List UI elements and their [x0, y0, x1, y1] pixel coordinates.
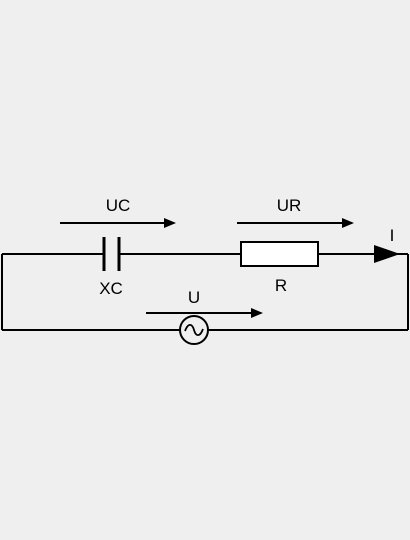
circuit-wires — [1, 253, 409, 331]
label-ur: UR — [277, 196, 302, 215]
label-r: R — [275, 276, 287, 295]
ac-sine-source-icon — [184, 323, 204, 337]
ac-source — [179, 315, 209, 345]
capacitor — [102, 237, 121, 271]
label-u: U — [188, 288, 200, 307]
label-current: I — [390, 226, 395, 245]
label-xc: XC — [99, 279, 123, 298]
current-arrow-icon — [374, 245, 400, 263]
label-uc: UC — [106, 196, 131, 215]
resistor — [240, 241, 319, 267]
